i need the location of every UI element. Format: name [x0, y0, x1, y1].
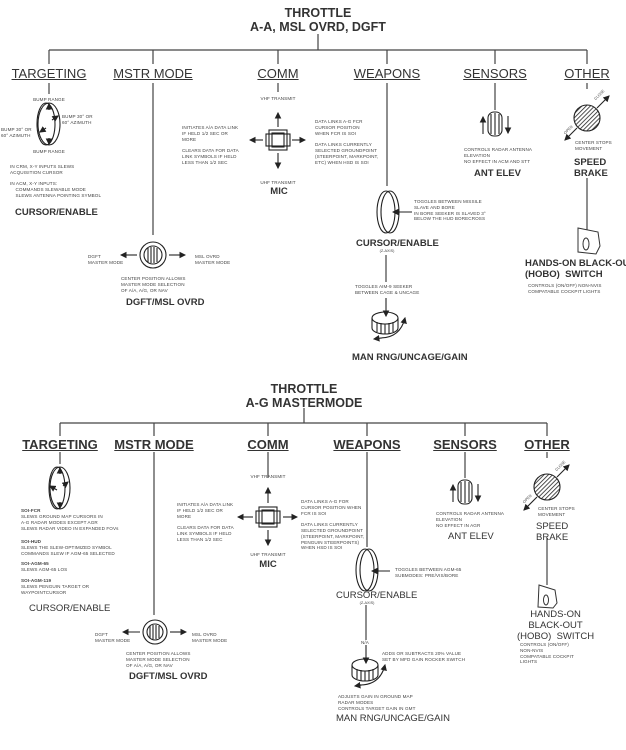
category-comm: COMM	[247, 437, 289, 452]
mic-label: MIC	[270, 186, 288, 197]
category-comm: COMM	[257, 66, 299, 81]
center-stops-text: CENTER STOPS MOVEMENT	[575, 140, 612, 151]
ant-elev-wheel-icon-1	[479, 111, 512, 137]
speed-brake-switch-icon-2	[523, 464, 570, 511]
comm-right-notes: DATA LINKS A-G FCR CURSOR POSITION WHEN …	[315, 119, 379, 165]
man-rng-uncage-gain-label: MAN RNG/UNCAGE/GAIN	[336, 713, 451, 724]
msl-ovrd-master-mode-text: MSL OVRD MASTER MODE	[195, 254, 231, 265]
category-targeting: TARGETING	[11, 66, 87, 81]
category-sensors: SENSORS	[463, 66, 527, 81]
man-rng-uncage-gain-label: MAN RNG/UNCAGE/GAIN	[352, 352, 468, 363]
hobo-switch-icon-2	[537, 584, 558, 609]
ground-map-gain-notes: ADJUSTS GAIN IN GROUND MAP RADAR MODES C…	[338, 694, 416, 711]
ant-elev-label: ANT ELEV	[474, 168, 521, 179]
mic-label: MIC	[259, 559, 277, 570]
ant-elev-wheel-icon-2	[449, 479, 482, 505]
cursor-enable-weapons-notes: TOGGLES BETWEEN MISSILE SLAVE AND BORE I…	[414, 199, 486, 222]
comm-switch-icon-2	[236, 486, 299, 547]
soi-agm119-notes: SLEWS PENGUIN TARGET OR WAYPOINTCURSOR	[21, 584, 90, 595]
cursor-enable-wheel-icon-2	[355, 548, 390, 592]
dgft-msl-ovrd-label: DGFT/MSL OVRD	[129, 671, 208, 682]
bump-azimuth-right: BUMP 30° OR 60° AZIMUTH	[62, 114, 93, 125]
soi-fcr-notes: SLEWS GROUND MAP CURSORS IN A-G RADAR MO…	[21, 514, 119, 531]
comm-left-notes: INITIATES A/A DATA LINK IF HELD 1/2 SEC …	[182, 125, 239, 165]
dgft-msl-switch-icon-2	[121, 619, 188, 645]
man-rng-knob-icon-1	[371, 298, 407, 342]
bump-azimuth-left: BUMP 30° OR 60° AZIMUTH	[1, 127, 32, 138]
hobo-switch-icon-1	[577, 227, 601, 255]
center-position-notes: CENTER POSITION ALLOWS MASTER MODE SELEC…	[121, 276, 186, 293]
title-line-1: THROTTLE	[270, 382, 338, 396]
comm-right-notes: DATA LINKS A-G FOR CURSOR POSITION WHEN …	[301, 499, 365, 551]
bump-range-top: BUMP RANGE	[33, 97, 65, 102]
title-line-2: A-A, MSL OVRD, DGFT	[250, 20, 386, 34]
title-line-1: THROTTLE	[284, 6, 352, 20]
man-rng-knob-icon-2	[351, 645, 387, 689]
diagram-title: THROTTLE A-G MASTERMODE	[204, 382, 404, 410]
aim9-toggle-notes: TOGGLES AIM-9 SEEKER BETWEEN CAGE & UNCA…	[355, 284, 420, 295]
hobo-notes: CONTROLS (ON/OFF) NON-NVIS COMPATABLE CO…	[520, 642, 574, 665]
dgft-msl-ovrd-label: DGFT/MSL OVRD	[126, 297, 205, 308]
targeting-cursor-icon-1	[36, 102, 61, 146]
center-stops-text: CENTER STOPS MOVEMENT	[538, 506, 575, 517]
speed-brake-label: SPEED BRAKE	[536, 521, 569, 543]
gain-rocker-notes: ADDS OR SUBTRACTS 20% VALUE SET BY MFD G…	[382, 651, 466, 662]
ant-elev-notes: CONTROLS RADAR ANTENNA ELEVATION NO EFFE…	[436, 511, 505, 528]
bump-range-bottom: BUMP RANGE	[33, 149, 65, 154]
msl-ovrd-master-mode-text: MSL OVRD MASTER MODE	[192, 632, 228, 643]
dgft-master-mode-text: DGFT MASTER MODE	[95, 632, 131, 643]
center-position-notes: CENTER POSITION ALLOWS MASTER MODE SELEC…	[126, 651, 191, 668]
comm-left-notes: INITIATES A/A DATA LINK IF HELD 1/2 SEC …	[177, 502, 234, 542]
na-text: N/A	[361, 640, 369, 645]
agm65-toggle-notes: TOGGLES BETWEEN AGM-65 SUBMODES: PRE/VIS…	[395, 567, 462, 578]
speed-brake-label: SPEED BRAKE	[574, 157, 608, 179]
z-axis-text: (Z-AXIS)	[359, 601, 375, 605]
weapons-cursor-enable-label: CURSOR/ENABLE	[356, 238, 439, 249]
dgft-master-mode-text: DGFT MASTER MODE	[88, 254, 124, 265]
soi-fcr-heading: SOI-FCR	[21, 508, 41, 513]
title-line-2: A-G MASTERMODE	[245, 396, 363, 410]
comm-switch-icon-1	[248, 111, 307, 170]
vhf-transmit-text: VHF TRANSMIT	[260, 96, 296, 101]
cursor-enable-label: CURSOR/ENABLE	[15, 207, 98, 218]
vhf-transmit-text: VHF TRANSMIT	[250, 474, 286, 479]
ant-elev-label: ANT ELEV	[448, 531, 494, 542]
dgft-msl-switch-icon-1	[119, 241, 187, 269]
cursor-enable-wheel-icon-1	[376, 190, 412, 234]
soi-hud-notes: SLEWS THE SLEW-OPTIMIZED SYMBOL COMMANDS…	[21, 545, 115, 556]
weapons-cursor-enable-label: CURSOR/ENABLE	[336, 590, 418, 601]
hobo-switch-label: HANDS-ON BLACK-OUT (HOBO) SWITCH	[525, 258, 626, 280]
category-weapons: WEAPONS	[353, 66, 421, 81]
hobo-switch-label: HANDS-ON BLACK-OUT (HOBO) SWITCH	[517, 609, 595, 642]
targeting-notes: IN CRM, X-Y INPUTS SLEWS ACQUISITION CUR…	[10, 164, 102, 198]
category-mstr-mode: MSTR MODE	[114, 437, 194, 452]
category-targeting: TARGETING	[22, 437, 98, 452]
category-weapons: WEAPONS	[333, 437, 401, 452]
hobo-notes: CONTROLS (ON/OFF) NON-NVIS COMPATABLE CO…	[528, 283, 602, 294]
soi-agm65-heading: SOI-AGM-65	[21, 561, 49, 566]
category-other: OTHER	[564, 66, 610, 81]
category-mstr-mode: MSTR MODE	[113, 66, 193, 81]
category-other: OTHER	[524, 437, 570, 452]
targeting-cursor-icon-2	[48, 466, 71, 510]
z-axis-text: (Z-AXIS)	[379, 249, 395, 253]
ant-elev-notes: CONTROLS RADAR ANTENNA ELEVATION NO EFFE…	[464, 147, 533, 164]
soi-hud-heading: SOI-HUD	[21, 539, 42, 544]
diagram-title: THROTTLE A-A, MSL OVRD, DGFT	[218, 6, 418, 34]
uhf-transmit-text: UHF TRANSMIT	[250, 552, 286, 557]
category-sensors: SENSORS	[433, 437, 497, 452]
speed-brake-switch-icon-1	[564, 95, 610, 141]
soi-agm65-notes: SLEWS AGM-65 LOS	[21, 567, 68, 572]
uhf-transmit-text: UHF TRANSMIT	[260, 180, 296, 185]
cursor-enable-label: CURSOR/ENABLE	[29, 603, 111, 614]
soi-agm119-heading: SOI-AGM-119	[21, 578, 52, 583]
